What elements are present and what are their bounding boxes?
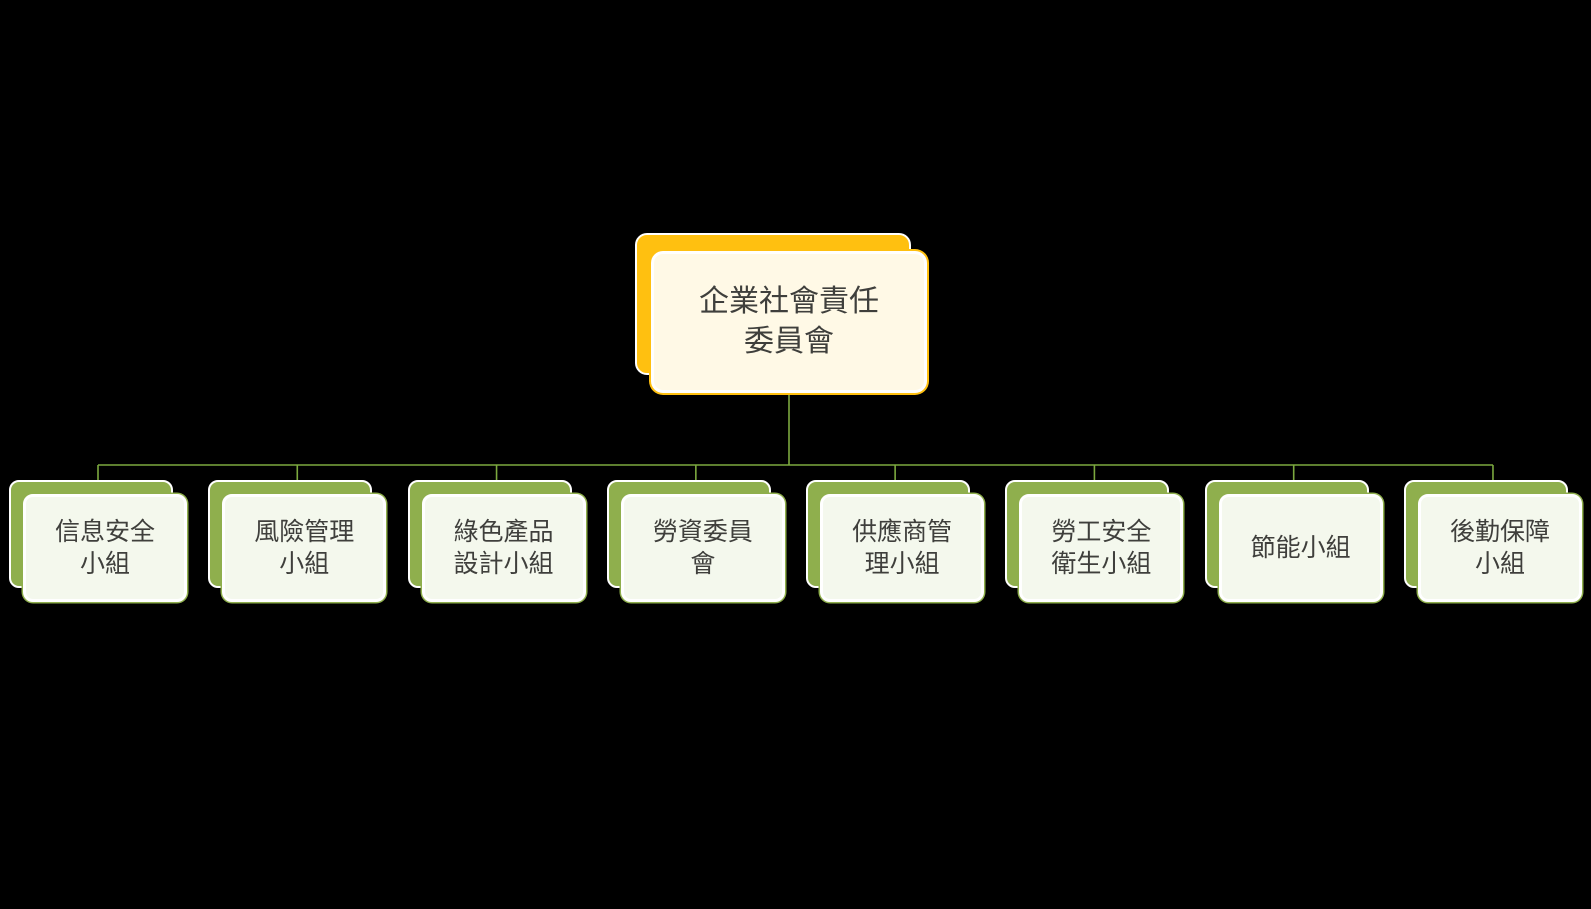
org-node-label: 信息安全 小組 — [54, 516, 155, 579]
org-node: 勞工安全 衛生小組 — [1005, 480, 1184, 602]
node-front-layer: 勞資委員 會 — [620, 494, 785, 602]
org-node-label: 勞工安全 衛生小組 — [1051, 516, 1152, 579]
org-node: 勞資委員 會 — [606, 480, 785, 602]
node-front-layer: 供應商管 理小組 — [820, 494, 985, 602]
node-front-layer: 後勤保障 小組 — [1417, 494, 1582, 602]
node-front-layer: 綠色產品 設計小組 — [421, 494, 586, 602]
org-node: 綠色產品 設計小組 — [407, 480, 586, 602]
org-node-label: 後勤保障 小組 — [1449, 516, 1550, 579]
org-node-label: 風險管理 小組 — [254, 516, 355, 579]
children-row: 信息安全 小組 風險管理 小組 綠色產品 設計小組 勞資委員 會 供應商管 理小… — [0, 480, 1591, 602]
org-node-label: 節能小組 — [1250, 532, 1351, 562]
node-front-layer: 節能小組 — [1218, 494, 1383, 602]
node-front-layer: 勞工安全 衛生小組 — [1019, 494, 1184, 602]
org-node: 信息安全 小組 — [9, 480, 187, 602]
org-node-label: 勞資委員 會 — [652, 516, 753, 579]
org-node-label: 供應商管 理小組 — [852, 516, 953, 579]
root-node-label: 企業社會責任 委員會 — [699, 283, 879, 360]
org-node: 風險管理 小組 — [208, 480, 387, 602]
org-node: 供應商管 理小組 — [806, 480, 985, 602]
node-front-layer: 信息安全 小組 — [23, 494, 187, 602]
org-node: 節能小組 — [1204, 480, 1383, 602]
org-node-label: 綠色產品 設計小組 — [453, 516, 554, 579]
root-front-layer: 企業社會責任 委員會 — [651, 251, 927, 393]
org-node: 後勤保障 小組 — [1403, 480, 1582, 602]
root-node: 企業社會責任 委員會 — [635, 233, 927, 393]
node-front-layer: 風險管理 小組 — [222, 494, 387, 602]
